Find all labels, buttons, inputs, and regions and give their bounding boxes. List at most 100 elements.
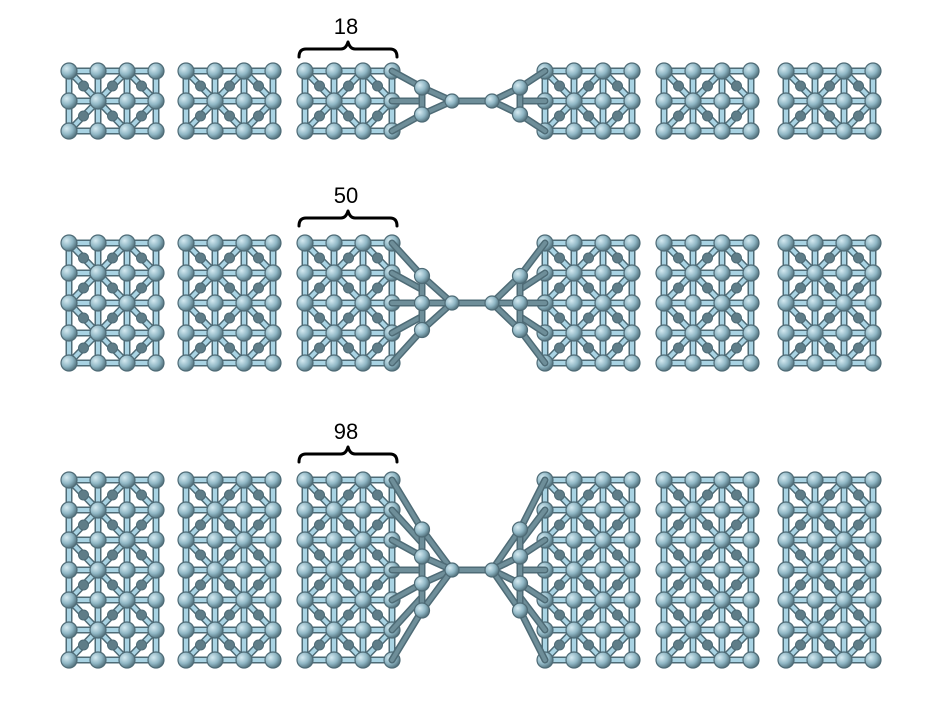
atom (655, 354, 673, 372)
atom (296, 651, 314, 669)
atom (484, 93, 500, 109)
atom-back (372, 110, 383, 122)
atom (594, 122, 612, 140)
atom (89, 122, 107, 140)
brace-98: 98 (297, 419, 399, 464)
atom-back (853, 579, 864, 591)
atom (484, 562, 500, 578)
atom (655, 621, 673, 639)
atom (742, 354, 760, 372)
atom (235, 621, 253, 639)
atom (742, 92, 760, 110)
atom-back (731, 80, 742, 92)
atom-back (107, 549, 118, 561)
atom (118, 621, 136, 639)
atom (713, 92, 731, 110)
atom (325, 651, 343, 669)
atom (684, 501, 702, 519)
atom-back (583, 342, 594, 354)
atom (325, 234, 343, 252)
atom-back (673, 342, 684, 354)
atom-back (107, 252, 118, 264)
atom (594, 561, 612, 579)
atom-back (612, 549, 623, 561)
atom (264, 324, 282, 342)
atom-back (78, 110, 89, 122)
atom (118, 501, 136, 519)
atom-back (824, 519, 835, 531)
atom (147, 122, 165, 140)
atom-back (224, 489, 235, 501)
atom (511, 521, 529, 538)
atom (742, 471, 760, 489)
atom-back (853, 110, 864, 122)
atom (655, 501, 673, 519)
atom (118, 264, 136, 282)
atom-back (673, 639, 684, 651)
atom (206, 531, 224, 549)
atom-back (78, 609, 89, 621)
atom (147, 531, 165, 549)
atom-back (853, 282, 864, 294)
atom (206, 324, 224, 342)
atom (511, 79, 529, 96)
atom-back (795, 549, 806, 561)
atom (594, 621, 612, 639)
atom (623, 561, 641, 579)
atom-back (702, 519, 713, 531)
atom-back (253, 110, 264, 122)
atom (413, 106, 431, 123)
atom (864, 591, 882, 609)
atom (264, 354, 282, 372)
atom-back (343, 519, 354, 531)
atom (684, 294, 702, 312)
atom-back (195, 489, 206, 501)
atom-back (195, 312, 206, 324)
atom-back (795, 579, 806, 591)
atom (325, 264, 343, 282)
atom-back (136, 110, 147, 122)
atom (864, 501, 882, 519)
atom (835, 621, 853, 639)
atom-back (78, 312, 89, 324)
atom (206, 621, 224, 639)
atom (835, 471, 853, 489)
atom (118, 354, 136, 372)
atom-back (612, 282, 623, 294)
atom (713, 62, 731, 80)
atom (864, 62, 882, 80)
atom (325, 294, 343, 312)
atom (325, 531, 343, 549)
atom (413, 602, 431, 619)
atom (565, 651, 583, 669)
atom (594, 591, 612, 609)
atom (325, 561, 343, 579)
atom (777, 264, 795, 282)
atom-count-label-50: 50 (334, 183, 358, 208)
atom-back (795, 252, 806, 264)
atom (206, 471, 224, 489)
atom (354, 561, 372, 579)
atom-back (702, 579, 713, 591)
atom (742, 62, 760, 80)
atom (684, 591, 702, 609)
atom (118, 471, 136, 489)
atom-back (612, 342, 623, 354)
atom (742, 651, 760, 669)
atom-back (224, 519, 235, 531)
atom (60, 122, 78, 140)
atom-back (107, 110, 118, 122)
atom-back (314, 252, 325, 264)
atom (742, 591, 760, 609)
atom (118, 561, 136, 579)
atom-back (107, 312, 118, 324)
atom (623, 651, 641, 669)
atom (147, 324, 165, 342)
atom (89, 471, 107, 489)
atom-count-label-18: 18 (334, 14, 358, 39)
atom (89, 62, 107, 80)
atom (806, 531, 824, 549)
atom (713, 621, 731, 639)
atom-back (107, 609, 118, 621)
atom-back (731, 549, 742, 561)
